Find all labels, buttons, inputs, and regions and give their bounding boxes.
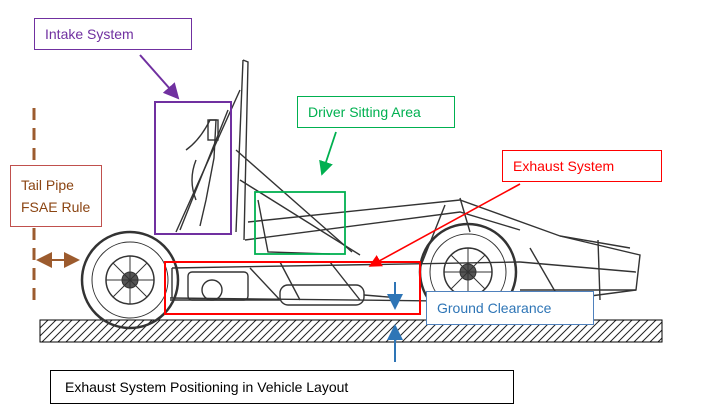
ground-hatch [39, 319, 663, 343]
intake-arrow [139, 54, 180, 100]
driver-sitting-area-box [254, 191, 346, 255]
exhaust-system-box [164, 261, 421, 315]
intake-system-box [154, 101, 232, 235]
tail-pipe-text-line2: FSAE Rule [21, 199, 91, 215]
intake-system-label: Intake System [34, 18, 192, 50]
tail-pipe-text-line1: Tail Pipe [21, 177, 74, 193]
diagram-caption: Exhaust System Positioning in Vehicle La… [50, 370, 514, 404]
vehicle-frame [169, 59, 641, 306]
exhaust-system-label: Exhaust System [502, 150, 662, 182]
exhaust-arrow [368, 183, 521, 267]
tail-pipe-label: Tail Pipe FSAE Rule [10, 165, 102, 227]
intake-system-text: Intake System [45, 26, 134, 42]
driver-sitting-area-text: Driver Sitting Area [308, 104, 421, 120]
rear-wheel [80, 230, 180, 330]
ground-clearance-label: Ground Clearance [426, 291, 594, 325]
exhaust-system-text: Exhaust System [513, 158, 615, 174]
caption-text: Exhaust System Positioning in Vehicle La… [65, 379, 349, 395]
ground-clearance-text: Ground Clearance [437, 300, 552, 316]
driver-arrow [319, 131, 337, 176]
driver-sitting-area-label: Driver Sitting Area [297, 96, 455, 128]
